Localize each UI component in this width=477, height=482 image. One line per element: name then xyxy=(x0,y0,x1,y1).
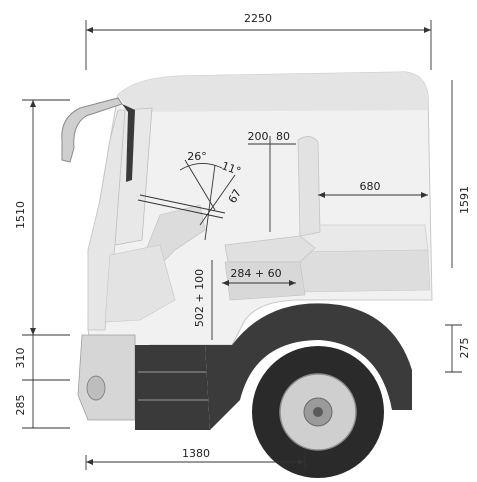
label-1591: 1591 xyxy=(458,186,471,214)
entry-steps xyxy=(135,345,210,430)
fog-lamp xyxy=(86,375,106,401)
wheel-arch xyxy=(205,303,412,430)
dimension-labels: 2250 1510 310 285 1591 275 200 80 680 28… xyxy=(14,12,471,460)
label-502-100: 502 + 100 xyxy=(193,269,206,327)
truck-cab-illustration xyxy=(61,71,433,478)
arrow-heads xyxy=(30,27,431,465)
wheel-center xyxy=(313,407,323,417)
bunk-lower xyxy=(299,249,431,293)
seat-back xyxy=(297,136,321,237)
label-284-60: 284 + 60 xyxy=(230,267,281,280)
label-310: 310 xyxy=(14,348,27,369)
label-2250: 2250 xyxy=(244,12,272,25)
label-26deg: 26° xyxy=(187,150,207,163)
label-11deg: 11° xyxy=(220,159,243,178)
label-1380: 1380 xyxy=(182,447,210,460)
label-80: 80 xyxy=(276,130,290,143)
label-680: 680 xyxy=(360,180,381,193)
label-200: 200 xyxy=(248,130,269,143)
dashboard xyxy=(104,244,176,323)
dimension-lines xyxy=(22,20,462,470)
seat-base xyxy=(224,261,306,301)
label-275: 275 xyxy=(458,338,471,359)
cab-roof-shade xyxy=(118,72,428,112)
cab-front xyxy=(87,109,126,331)
label-67: 67 xyxy=(226,187,244,206)
label-1510: 1510 xyxy=(14,201,27,229)
seat-cushion xyxy=(224,235,316,263)
mirror-arm xyxy=(122,104,135,182)
label-285: 285 xyxy=(14,395,27,416)
front-bumper xyxy=(77,334,136,421)
side-mirror xyxy=(61,97,123,163)
